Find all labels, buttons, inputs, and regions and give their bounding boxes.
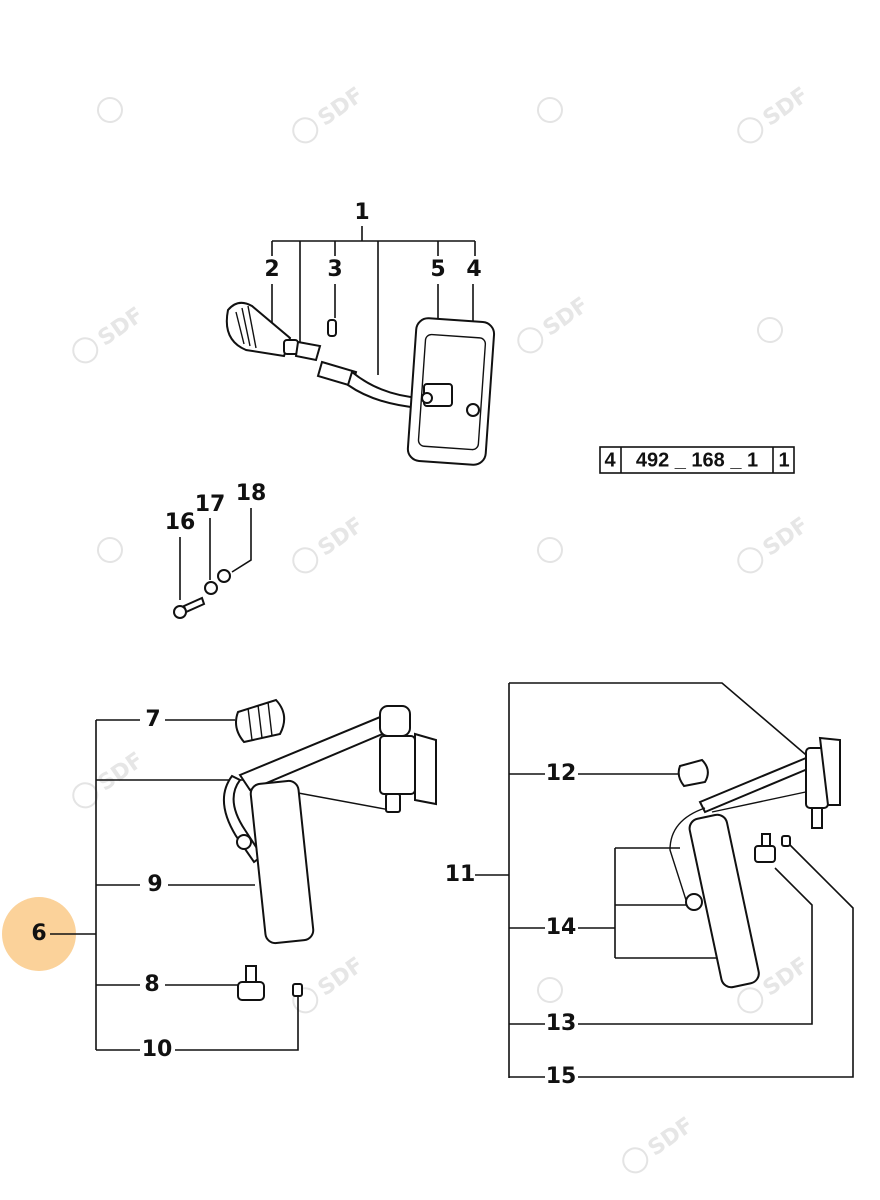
callout-13[interactable]: 13 [546,1011,577,1036]
mirror-assembly-right [475,682,854,1078]
callout-9[interactable]: 9 [147,872,162,897]
callout-8[interactable]: 8 [144,972,159,997]
callout-12[interactable]: 12 [546,761,577,786]
reference-code: 492 _ 168 _ 1 [636,449,758,471]
callout-6[interactable]: 6 [31,921,46,946]
callout-2[interactable]: 2 [264,257,279,282]
watermark-text: SDF [759,513,814,562]
fasteners [173,508,252,619]
reference-code-box: 4 492 _ 168 _ 1 1 [599,446,795,474]
callout-1[interactable]: 1 [354,200,369,225]
callout-7[interactable]: 7 [145,707,160,732]
callout-5[interactable]: 5 [430,257,445,282]
reference-suffix: 1 [778,449,789,471]
callout-17[interactable]: 17 [195,492,226,517]
watermark-text: SDF [314,953,369,1002]
mirror-assembly-left [50,698,437,1051]
callout-10[interactable]: 10 [142,1037,173,1062]
callout-18[interactable]: 18 [236,481,267,506]
callout-14[interactable]: 14 [546,915,577,940]
watermark-text: SDF [94,748,149,797]
callout-15[interactable]: 15 [546,1064,577,1089]
watermark-text: SDF [644,1113,699,1162]
callout-16[interactable]: 16 [165,510,196,535]
reference-prefix: 4 [604,449,616,471]
watermark-text: SDF [94,303,149,352]
callout-4[interactable]: 4 [466,257,481,282]
watermarks: SDF SDF SDF SDF SDF SDF SDF SDF SDF SDF [72,83,814,1174]
watermark-text: SDF [314,83,369,132]
watermark-text: SDF [539,293,594,342]
highlight-circle [2,897,76,971]
watermark-text: SDF [759,83,814,132]
watermark-text: SDF [314,513,369,562]
watermark-text: SDF [759,953,814,1002]
mirror-assembly-top [225,226,496,466]
callout-11[interactable]: 11 [445,862,476,887]
callout-3[interactable]: 3 [327,257,342,282]
